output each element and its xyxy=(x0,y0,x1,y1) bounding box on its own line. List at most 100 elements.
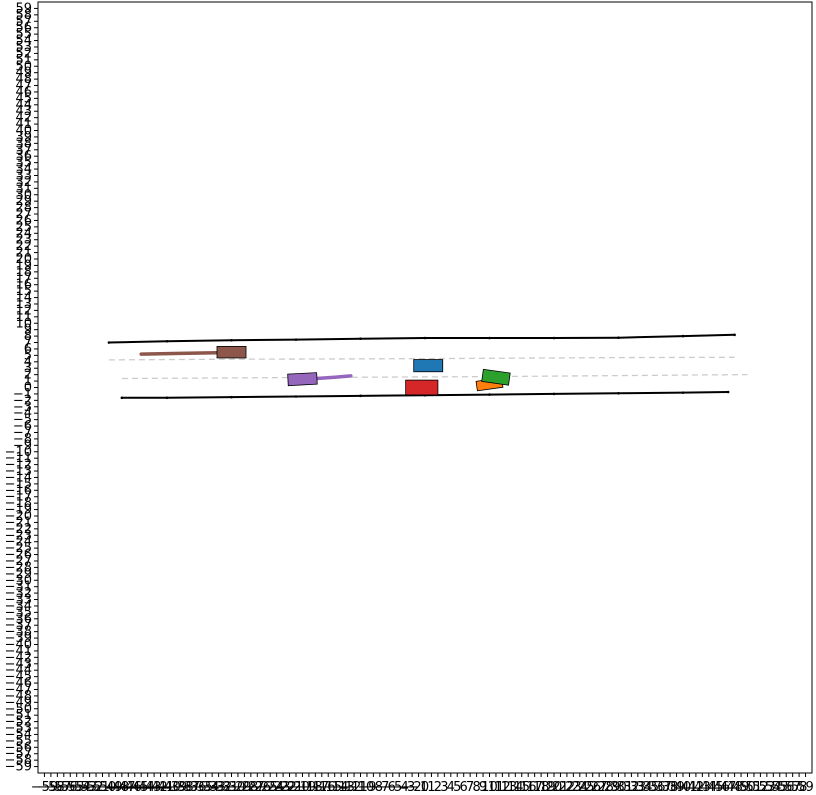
y-tick-label: 58 xyxy=(15,8,32,23)
x-tick-label: −37 xyxy=(173,780,200,795)
x-tick-label: −13 xyxy=(327,780,354,795)
x-tick-label: 36 xyxy=(649,780,666,795)
y-tick-label: −53 xyxy=(5,721,32,736)
lower-edge-marker xyxy=(617,391,620,395)
y-tick-label: 35 xyxy=(15,156,32,171)
x-tick-label: −59 xyxy=(31,780,58,795)
x-tick-label: 59 xyxy=(797,780,814,795)
lower-edge-marker xyxy=(294,395,298,398)
y-tick-label: −2 xyxy=(13,393,32,408)
y-tick-label: 55 xyxy=(15,27,32,42)
vehicle-purple xyxy=(287,372,318,387)
y-tick-label: 44 xyxy=(15,98,32,113)
x-tick-label: −33 xyxy=(198,780,225,795)
x-tick-label: −30 xyxy=(218,780,245,795)
x-tick-label: −46 xyxy=(115,780,142,795)
x-tick-label: 38 xyxy=(662,780,679,795)
plot-frame xyxy=(37,1,813,774)
x-tick-label: 12 xyxy=(494,780,511,795)
x-tick-label: −15 xyxy=(315,780,342,795)
x-tick-label: −35 xyxy=(186,780,213,795)
x-tick-label: 55 xyxy=(771,780,788,795)
x-tick-label: 48 xyxy=(726,780,743,795)
y-tick-label: −10 xyxy=(5,445,32,460)
y-tick-label: −34 xyxy=(5,599,32,614)
y-tick-label: −27 xyxy=(5,554,32,569)
y-tick-label: −26 xyxy=(5,548,32,563)
y-tick-label: 26 xyxy=(15,213,32,228)
y-tick-label: −8 xyxy=(13,432,32,447)
x-tick-label: −45 xyxy=(121,780,148,795)
vehicles xyxy=(216,345,511,396)
x-tick-label: 50 xyxy=(739,780,756,795)
x-tick-label: 25 xyxy=(578,780,595,795)
lower-edge-marker xyxy=(681,391,685,394)
y-tick-label: −43 xyxy=(5,657,32,672)
x-axis-ticks: −59−58−57−56−55−54−53−52−51−50−49−48−47−… xyxy=(31,773,814,795)
x-tick-label: 5 xyxy=(453,780,461,795)
x-tick-label: 2 xyxy=(434,780,442,795)
y-axis-ticks: −59−58−57−56−55−54−53−52−51−50−49−48−47−… xyxy=(5,1,38,775)
x-tick-label: 21 xyxy=(552,780,569,795)
x-tick-label: 11 xyxy=(488,780,505,795)
brown-trail xyxy=(139,351,219,356)
vehicle-green xyxy=(481,368,511,386)
y-tick-label: −6 xyxy=(13,419,32,434)
upper-edge-marker xyxy=(107,341,111,344)
lower-edge-marker xyxy=(552,392,556,396)
lower-edge-marker xyxy=(359,394,362,398)
x-tick-label: 47 xyxy=(720,780,737,795)
x-tick-label: 26 xyxy=(584,780,601,795)
x-tick-label: −3 xyxy=(396,780,415,795)
y-tick-label: 29 xyxy=(15,194,32,209)
x-tick-label: −32 xyxy=(205,780,232,795)
x-tick-label: −34 xyxy=(192,780,219,795)
y-tick-label: −45 xyxy=(5,670,32,685)
vehicle-trails xyxy=(139,351,353,381)
lane-divider-lower xyxy=(121,373,748,380)
x-tick-label: 46 xyxy=(713,780,730,795)
x-tick-label: 40 xyxy=(675,780,692,795)
y-tick-label: −24 xyxy=(5,535,32,550)
x-tick-label: −23 xyxy=(263,780,290,795)
x-tick-label: −21 xyxy=(276,780,303,795)
upper-edge-marker xyxy=(681,334,685,338)
y-tick-label: −29 xyxy=(5,567,32,582)
y-tick-label: 53 xyxy=(15,40,32,55)
y-tick-label: 27 xyxy=(15,207,32,222)
x-tick-label: 9 xyxy=(479,780,487,795)
x-tick-label: 4 xyxy=(447,780,455,795)
y-tick-label: 18 xyxy=(15,265,32,280)
x-tick-label: −49 xyxy=(95,780,122,795)
x-tick-label: −10 xyxy=(347,780,374,795)
x-tick-label: 1 xyxy=(427,780,435,795)
x-tick-label: −12 xyxy=(334,780,361,795)
y-tick-label: 36 xyxy=(15,149,32,164)
y-tick-label: −50 xyxy=(5,702,32,717)
y-tick-label: 16 xyxy=(15,278,32,293)
x-tick-label: 39 xyxy=(668,780,685,795)
x-tick-label: 13 xyxy=(501,780,518,795)
y-tick-label: 6 xyxy=(24,342,32,357)
lower-edge-marker xyxy=(165,396,169,400)
x-tick-label: 56 xyxy=(778,780,795,795)
y-tick-label: 20 xyxy=(15,252,32,267)
y-tick-label: 37 xyxy=(15,143,32,158)
y-tick-label: 38 xyxy=(15,136,32,151)
y-tick-label: 57 xyxy=(15,14,32,29)
y-tick-label: 22 xyxy=(15,239,32,254)
y-tick-label: −36 xyxy=(5,612,32,627)
y-tick-label: 45 xyxy=(15,91,32,106)
x-tick-label: 35 xyxy=(642,780,659,795)
y-tick-label: 30 xyxy=(15,188,32,203)
upper-edge-marker xyxy=(733,333,736,337)
upper-edge-marker xyxy=(617,336,620,340)
y-tick-label: −51 xyxy=(5,708,32,723)
y-tick-label: −47 xyxy=(5,682,32,697)
x-tick-label: 6 xyxy=(460,780,468,795)
x-tick-label: 18 xyxy=(533,780,550,795)
y-tick-label: −7 xyxy=(13,425,32,440)
y-tick-label: 23 xyxy=(15,233,32,248)
x-tick-label: 24 xyxy=(572,780,589,795)
